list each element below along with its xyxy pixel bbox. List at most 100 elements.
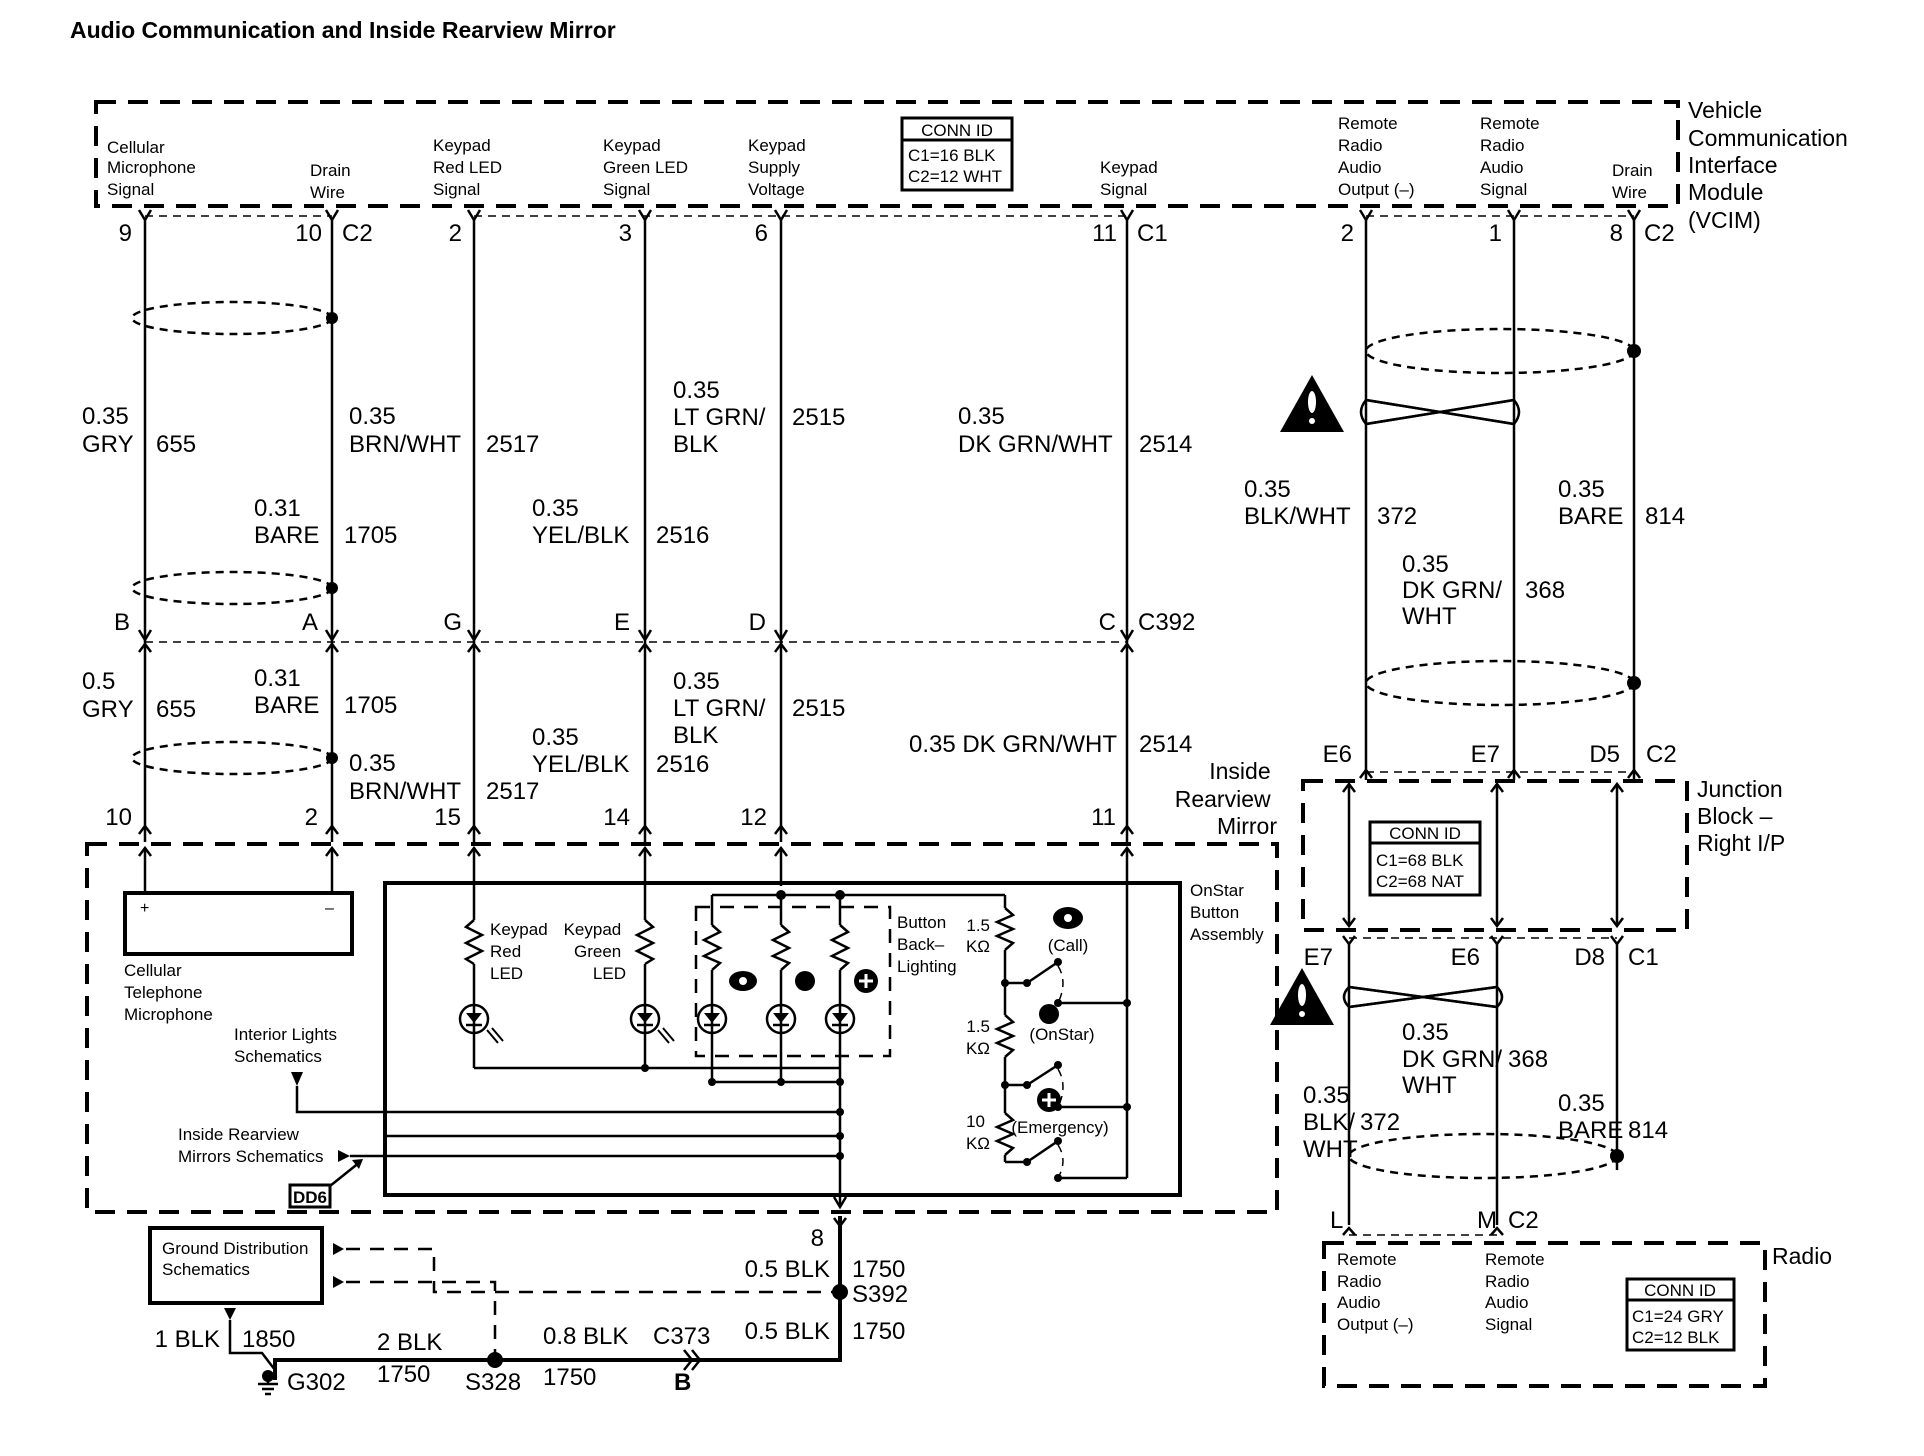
vcim-conn-id: CONN ID C1=16 BLK C2=12 WHT [900, 116, 1014, 192]
shield [130, 570, 334, 606]
backlighting-box [694, 905, 892, 1058]
svg-text:CONN ID: CONN ID [1644, 1281, 1716, 1300]
ground-symbol-icon [258, 1380, 278, 1396]
svg-text:S392: S392 [852, 1281, 908, 1308]
wire-label: 2 BLK [377, 1329, 442, 1356]
vcim-box [94, 100, 1680, 208]
ground-distribution-reference[interactable] [148, 1226, 324, 1305]
emergency-switch [1005, 1139, 1059, 1164]
junction-block-box [1301, 779, 1689, 932]
circuit-number: 2514 [1139, 431, 1192, 458]
reference-arrow-icon [291, 1072, 303, 1086]
inline-connector-c373 [683, 1349, 702, 1371]
svg-text:C2=12 BLK: C2=12 BLK [1632, 1328, 1720, 1347]
microphone-label: Cellular Telephone Microphone [124, 961, 213, 1024]
led-icon [458, 1003, 504, 1044]
led-icon [696, 1003, 728, 1035]
circuit-number: 814 [1628, 1117, 1668, 1144]
inside-rearview-mirror: Inside Rearview Mirror 10 2 15 14 12 11 … [85, 758, 1279, 1214]
circuit-number: 2517 [486, 778, 539, 805]
radio-box [1322, 1241, 1767, 1388]
svg-text:C373: C373 [653, 1323, 710, 1350]
circuit-number: 655 [156, 696, 196, 723]
resistor-icon [463, 919, 485, 966]
radio-conn-id: CONN ID C1=24 GRY C2=12 BLK [1625, 1277, 1736, 1352]
connector-id: C1 [1628, 944, 1659, 971]
pin-letter: B [114, 609, 130, 636]
led-icon [629, 1003, 675, 1044]
pin-number: 2 [305, 804, 318, 831]
shield [130, 740, 334, 776]
circuit-number: 2515 [792, 404, 845, 431]
pin-number: 8 [1610, 220, 1623, 247]
svg-text:–: – [325, 900, 334, 917]
resistor-icon [993, 1112, 1017, 1156]
circuit-number: 372 [1377, 503, 1417, 530]
pin-id: D8 [1574, 944, 1605, 971]
shield [1364, 327, 1636, 375]
circuit-number: 655 [156, 431, 196, 458]
pin-number: 8 [811, 1225, 824, 1252]
mirror-schematics-reference: Inside Rearview Mirrors Schematics [178, 1125, 323, 1166]
resistor-icon [634, 919, 656, 966]
pin-number: 11 [1092, 220, 1117, 247]
backlight-led-group [696, 895, 878, 1086]
connector-id: C2 [1644, 220, 1675, 247]
circuit-number: 2514 [1139, 731, 1192, 758]
shield [1364, 659, 1636, 707]
onstar-button-assembly-box [383, 881, 1182, 1197]
resistor-icon [829, 924, 851, 971]
resistor-icon [993, 1014, 1017, 1058]
circuit-number: 1750 [377, 1361, 430, 1388]
radio-name: Radio [1772, 1243, 1832, 1269]
option-code-dd6: DD6 [288, 1159, 363, 1209]
led-icon [824, 1003, 856, 1035]
radio-terminal-label: Remote Radio Audio Output (–) [1337, 1250, 1414, 1334]
junction-block-name: Junction Block – Right I/P [1697, 776, 1789, 856]
onstar-button-label: (OnStar) [1029, 1025, 1094, 1044]
resistor-icon [701, 924, 723, 971]
onstar-button-icon [1039, 1004, 1059, 1024]
pin-number: 12 [740, 804, 767, 831]
junction-block-conn-id: CONN ID C1=68 BLK C2=68 NAT [1368, 820, 1482, 897]
svg-text:1.5KΩ: 1.5KΩ [966, 1017, 990, 1058]
vcim-module: Vehicle Communication Interface Module (… [94, 97, 1848, 233]
svg-text:B: B [674, 1369, 691, 1396]
caution-icon [1270, 968, 1334, 1025]
pin-id: M [1477, 1207, 1497, 1234]
pin-id: E6 [1451, 944, 1480, 971]
connector-c392: B A G E D C C392 [114, 609, 1195, 653]
onstar-button-icon [795, 971, 815, 991]
svg-text:C1=68 BLK: C1=68 BLK [1376, 851, 1464, 870]
circuit-number: 2515 [792, 695, 845, 722]
shield [130, 300, 334, 336]
connector-id: C1 [1137, 220, 1168, 247]
diagram-title: Audio Communication and Inside Rearview … [70, 17, 616, 43]
svg-text:DD6: DD6 [293, 1188, 327, 1207]
radio-terminal-label: Remote Radio Audio Signal [1485, 1250, 1549, 1334]
interior-lights-reference: Interior Lights Schematics [234, 1025, 342, 1066]
circuit-number: 372 [1360, 1109, 1400, 1136]
pin-number: 2 [1341, 220, 1354, 247]
circuit-number: 1750 [852, 1256, 905, 1283]
svg-text:C1=16 BLK: C1=16 BLK [908, 146, 996, 165]
connector-id: C2 [1508, 1207, 1539, 1234]
circuit-number: 1750 [543, 1364, 596, 1391]
